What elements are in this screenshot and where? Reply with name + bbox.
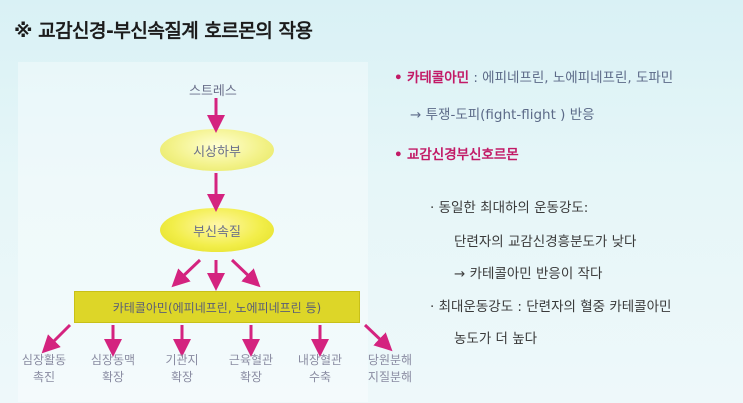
- sub1-line2: 단련자의 교감신경흥분도가 낮다: [454, 234, 637, 250]
- effect-1: 심장활동 촉진: [14, 352, 74, 386]
- sub1-line1-text: 동일한 최대하의 운동강도:: [438, 200, 589, 216]
- effect-6: 당원분해 지질분해: [360, 352, 420, 386]
- effect-3: 기관지 확장: [152, 352, 212, 386]
- bullet-catecholamine-head: 카테콜아민: [406, 70, 470, 86]
- arrow-effect-1: [41, 323, 72, 354]
- sub1-mark: ·: [430, 200, 435, 216]
- bullet-catecholamine-rest: : 에피네프린, 노에피네프린, 도파민: [469, 70, 674, 86]
- effect-1-line2: 촉진: [32, 370, 56, 384]
- hypothalamus-label: 시상하부: [193, 144, 241, 160]
- arrow-adrenal-box-right: [230, 258, 261, 288]
- arrow-adrenal-box-left: [171, 258, 202, 288]
- stress-label: 스트레스: [189, 84, 237, 99]
- bullet-catecholamine: • 카테콜아민 : 에피네프린, 노에피네프린, 도파민: [394, 66, 673, 86]
- adrenal-medulla-label: 부신속질: [193, 224, 241, 240]
- effect-4-line1: 근육혈관: [228, 353, 274, 367]
- bullet-sympatho-adrenal-head: 교감신경부신호르몬: [406, 147, 519, 163]
- catecholamine-box-label: 카테콜아민(에피네프린, 노에피네프린 등): [112, 300, 322, 315]
- effect-3-line2: 확장: [170, 370, 194, 384]
- bullet-sympatho-adrenal: • 교감신경부신호르몬: [394, 143, 519, 163]
- effect-5-line1: 내장혈관: [297, 353, 343, 367]
- bullet-sympatho-adrenal-mark: •: [394, 147, 403, 163]
- effect-4: 근육혈관 확장: [221, 352, 281, 386]
- effect-5: 내장혈관 수축: [290, 352, 350, 386]
- hypothalamus-node: 시상하부: [160, 129, 274, 171]
- sub2-line2: 농도가 더 높다: [454, 331, 538, 347]
- fight-flight-line: → 투쟁-도피(fight-flight ) 반응: [410, 107, 595, 123]
- bullet-catecholamine-mark: •: [394, 70, 403, 86]
- effect-2: 심장동맥 확장: [83, 352, 143, 386]
- arrow-effect-6: [363, 323, 393, 352]
- sub1-line3: → 카테콜아민 반응이 작다: [454, 266, 603, 282]
- effect-2-line1: 심장동맥: [90, 353, 136, 367]
- adrenal-medulla-node: 부신속질: [160, 208, 274, 252]
- effect-2-line2: 확장: [101, 370, 125, 384]
- catecholamine-box: 카테콜아민(에피네프린, 노에피네프린 등): [74, 291, 360, 323]
- effect-3-line1: 기관지: [165, 353, 199, 367]
- sub2-mark: ·: [430, 299, 435, 315]
- effect-6-line2: 지질분해: [367, 370, 413, 384]
- page-title: ※ 교감신경-부신속질계 호르몬의 작용: [14, 20, 313, 42]
- effect-1-line1: 심장활동: [21, 353, 67, 367]
- sub2-line1: · 최대운동강도 : 단련자의 혈중 카테콜아민: [430, 295, 671, 315]
- sub2-line1-text: 최대운동강도 : 단련자의 혈중 카테콜아민: [438, 299, 672, 315]
- effect-6-line1: 당원분해: [367, 353, 413, 367]
- sub1-line1: · 동일한 최대하의 운동강도:: [430, 196, 588, 216]
- effect-4-line2: 확장: [239, 370, 263, 384]
- effect-5-line2: 수축: [308, 370, 332, 384]
